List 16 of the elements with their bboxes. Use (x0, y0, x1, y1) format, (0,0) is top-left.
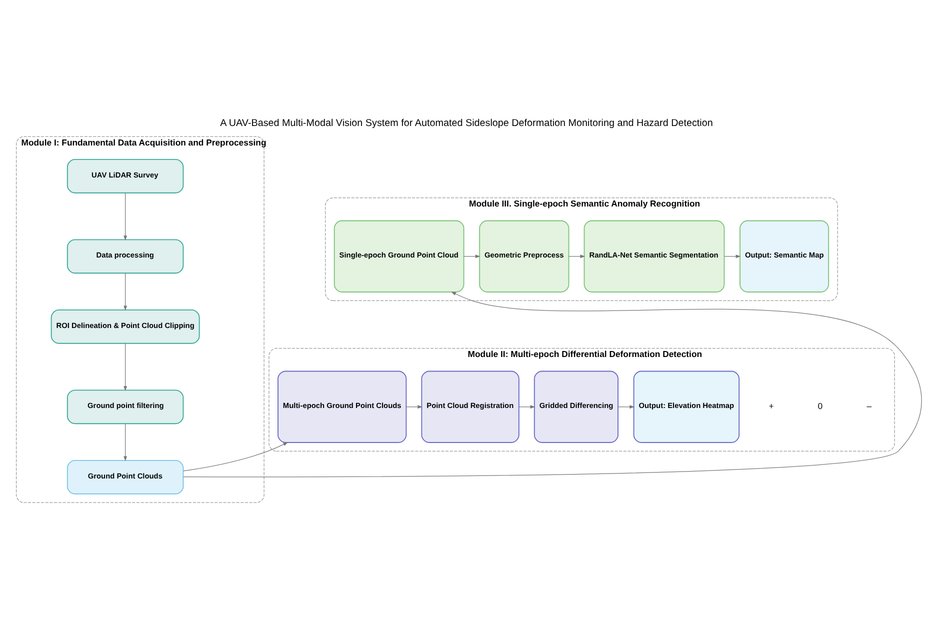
arrow (124, 192, 128, 241)
arrow (406, 405, 423, 409)
arrow (124, 272, 128, 311)
arrow (464, 254, 480, 258)
arrow (124, 343, 128, 392)
arrow (518, 405, 536, 409)
label: 0 (818, 401, 823, 412)
arrow (183, 292, 922, 478)
label: + (768, 401, 774, 412)
arrow (183, 442, 288, 472)
label: – (866, 401, 872, 412)
arrow (124, 423, 128, 462)
diagram-title: A UAV-Based Multi-Modal Vision System for Automated Sideslope Deformation Monitoring and Hazard Detection (220, 118, 713, 129)
arrow (568, 254, 586, 258)
arrow (724, 254, 741, 258)
arrow (618, 405, 635, 409)
